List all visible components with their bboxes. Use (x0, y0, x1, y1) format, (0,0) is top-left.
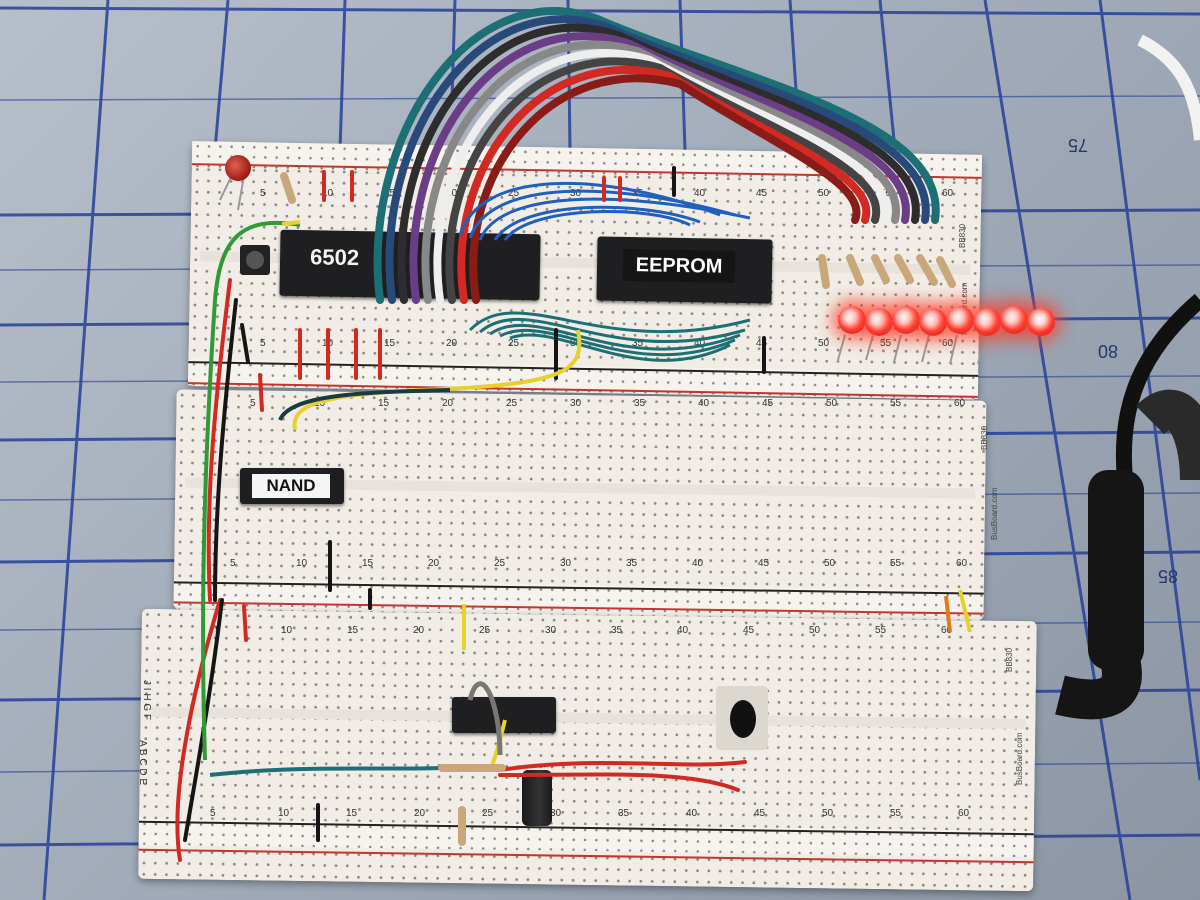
column-number: 5 (250, 398, 256, 409)
column-number: 15 (347, 625, 359, 636)
column-number: 20 (413, 625, 425, 636)
column-number: 5 (260, 188, 266, 199)
column-number: 30 (545, 625, 557, 636)
column-number: 15 (384, 338, 396, 349)
column-number: 25 (479, 625, 491, 636)
column-number: 25 (494, 558, 506, 569)
column-number: 40 (694, 338, 706, 349)
column-number: 45 (756, 188, 768, 199)
column-number: 60 (954, 398, 966, 409)
column-number: 60 (941, 625, 953, 636)
column-number: 20 (414, 808, 426, 819)
nand-chip: NAND (240, 468, 344, 504)
column-number: 40 (686, 808, 698, 819)
output-led (1000, 306, 1028, 334)
column-number: 25 (508, 338, 520, 349)
column-number: 35 (611, 625, 623, 636)
nand-label: NAND (252, 474, 330, 498)
column-number: 55 (890, 808, 902, 819)
column-number: 5 (260, 338, 266, 349)
column-number: 55 (890, 398, 902, 409)
column-number: 15 (362, 558, 374, 569)
capacitor (522, 770, 552, 826)
column-number: 20 (442, 398, 454, 409)
column-number: 10 (278, 808, 290, 819)
output-led (919, 308, 947, 336)
column-number: 30 (570, 188, 582, 199)
column-number: 35 (626, 558, 638, 569)
column-number: 45 (754, 808, 766, 819)
column-number: 25 (482, 808, 494, 819)
output-led (973, 308, 1001, 336)
reset-button (240, 245, 270, 275)
column-number: 15 (346, 808, 358, 819)
column-number: 25 (506, 398, 518, 409)
output-led (865, 308, 893, 336)
column-number: 30 (550, 808, 562, 819)
column-number: 40 (698, 398, 710, 409)
potentiometer (716, 686, 768, 750)
column-number: 40 (677, 625, 689, 636)
column-number: 35 (634, 398, 646, 409)
column-number: 30 (560, 558, 572, 569)
column-number: 45 (756, 338, 768, 349)
column-number: 35 (632, 338, 644, 349)
column-number: 40 (694, 188, 706, 199)
column-number: 60 (942, 188, 954, 199)
column-number: 20 (446, 338, 458, 349)
output-led (838, 306, 866, 334)
column-number: 35 (618, 808, 630, 819)
column-number: 50 (826, 398, 838, 409)
column-number: 5 (210, 808, 216, 819)
column-number: 25 (508, 188, 520, 199)
column-number: 10 (322, 188, 334, 199)
column-number: 60 (942, 338, 954, 349)
column-number: 55 (875, 625, 887, 636)
column-number: 55 (890, 558, 902, 569)
column-number: 45 (762, 398, 774, 409)
status-led (225, 155, 251, 181)
column-number: 10 (296, 558, 308, 569)
column-number: 60 (958, 808, 970, 819)
column-number: 30 (570, 398, 582, 409)
column-number: 10 (281, 625, 293, 636)
output-led (1027, 308, 1055, 336)
column-number: 55 (880, 338, 892, 349)
column-number: 50 (822, 808, 834, 819)
column-number: 15 (378, 398, 390, 409)
column-number: 50 (809, 625, 821, 636)
column-number: 20 (446, 188, 458, 199)
column-number: 50 (818, 188, 830, 199)
output-led (946, 306, 974, 334)
column-number: 5 (230, 558, 236, 569)
column-number: 45 (743, 625, 755, 636)
column-number: 50 (824, 558, 836, 569)
column-number: 60 (956, 558, 968, 569)
column-number: 50 (818, 338, 830, 349)
output-led (892, 306, 920, 334)
column-number: 15 (384, 188, 396, 199)
column-number: 40 (692, 558, 704, 569)
column-number: 45 (758, 558, 770, 569)
column-number: 20 (428, 558, 440, 569)
